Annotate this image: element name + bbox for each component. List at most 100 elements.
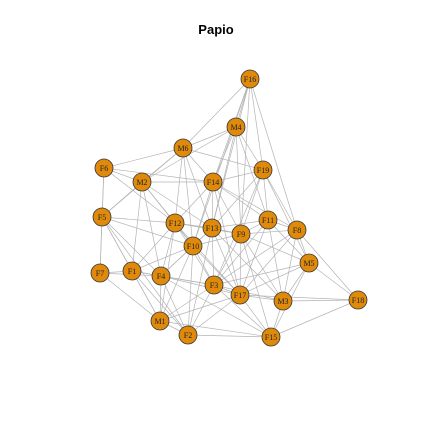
edge-f14-f11 [212,181,269,221]
node-f3: F3 [204,275,224,295]
node-m4: M4 [226,117,246,137]
node-label: F14 [207,178,219,187]
node-circle [150,311,170,331]
edge-f10-m1 [159,245,194,322]
edge-f12-f1 [131,222,176,272]
node-label: M1 [154,317,165,326]
node-circle [94,158,114,178]
edge-f14-f10 [192,181,214,247]
node-label: F5 [98,213,106,222]
node-f15: F15 [261,327,281,347]
node-label: M3 [277,297,288,306]
node-label: M6 [177,144,188,153]
node-f10: F10 [183,236,203,256]
edge-m2-f1 [131,181,143,272]
node-label: F2 [184,331,192,340]
edge-f14-f9 [212,181,242,235]
node-circle [240,69,260,89]
edge-f5-f10 [101,216,194,247]
edge-m1-f15 [159,320,272,338]
node-f4: F4 [151,266,171,286]
edge-m4-f11 [235,126,269,221]
node-f16: F16 [240,69,260,89]
node-f9: F9 [231,224,251,244]
node-circle [258,210,278,230]
node-circle [90,263,110,283]
edge-m5-f17 [239,262,310,296]
node-label: F8 [293,226,301,235]
edge-f10-f2 [187,245,194,336]
node-m5: M5 [299,253,319,273]
node-f1: F1 [122,261,142,281]
edge-m6-f6 [103,147,184,169]
edge-m4-f14 [212,126,237,183]
node-label: F7 [96,269,104,278]
edge-m6-f10 [182,147,194,247]
edge-f5-f12 [101,216,176,224]
node-circle [92,207,112,227]
edge-f16-f8 [249,78,298,231]
node-label: F16 [244,75,256,84]
edge-f11-m3 [267,219,284,302]
node-f11: F11 [258,210,278,230]
node-circle [151,266,171,286]
edge-f9-m3 [240,233,284,302]
node-label: F1 [128,267,136,276]
node-circle [165,213,185,233]
node-label: F6 [100,164,108,173]
edge-m6-f19 [182,147,264,171]
edge-f16-m6 [182,78,251,149]
edge-f16-f19 [249,78,264,171]
node-label: F18 [352,296,364,305]
edge-f19-m5 [262,169,310,264]
edge-m6-f13 [182,147,213,229]
edge-f13-f11 [211,219,269,229]
edge-f13-f3 [211,227,215,286]
node-label: M5 [303,259,314,268]
node-circle [132,172,152,192]
node-circle [261,327,281,347]
node-f12: F12 [165,213,185,233]
node-circle [173,138,193,158]
edge-layer [99,78,359,338]
edge-f1-f2 [131,270,189,336]
node-label: F13 [206,224,218,233]
edge-f1-m1 [131,270,161,322]
edge-f13-m3 [211,227,284,302]
edge-f5-f2 [101,216,189,336]
chart-title: Papio [198,22,234,37]
edge-m2-f4 [141,181,162,277]
edge-m1-f17 [159,294,241,322]
node-label: F10 [187,242,199,251]
node-circle [204,275,224,295]
node-label: F4 [157,272,165,281]
edge-f4-f15 [160,275,272,338]
node-f13: F13 [202,218,222,238]
node-circle [287,220,307,240]
edge-m5-f3 [213,262,310,286]
node-m6: M6 [173,138,193,158]
node-f8: F8 [287,220,307,240]
edge-f9-f15 [240,233,272,338]
edge-m2-f13 [141,181,213,229]
edge-f17-f2 [187,294,241,336]
node-label: M2 [136,178,147,187]
node-label: F15 [265,333,277,342]
edge-f7-m1 [99,272,161,322]
edge-f8-f17 [239,229,298,296]
edge-f19-f8 [262,169,298,231]
node-circle [230,285,250,305]
edge-f14-f17 [212,181,241,296]
node-circle [203,172,223,192]
node-f6: F6 [94,158,114,178]
node-circle [202,218,222,238]
node-circle [178,325,198,345]
edge-f4-f17 [160,275,241,296]
edge-m4-m6 [182,126,237,149]
edge-f5-f4 [101,216,162,277]
node-f5: F5 [92,207,112,227]
edge-f2-f15 [187,334,272,338]
edge-m6-f12 [174,147,184,224]
edge-m4-f9 [235,126,242,235]
